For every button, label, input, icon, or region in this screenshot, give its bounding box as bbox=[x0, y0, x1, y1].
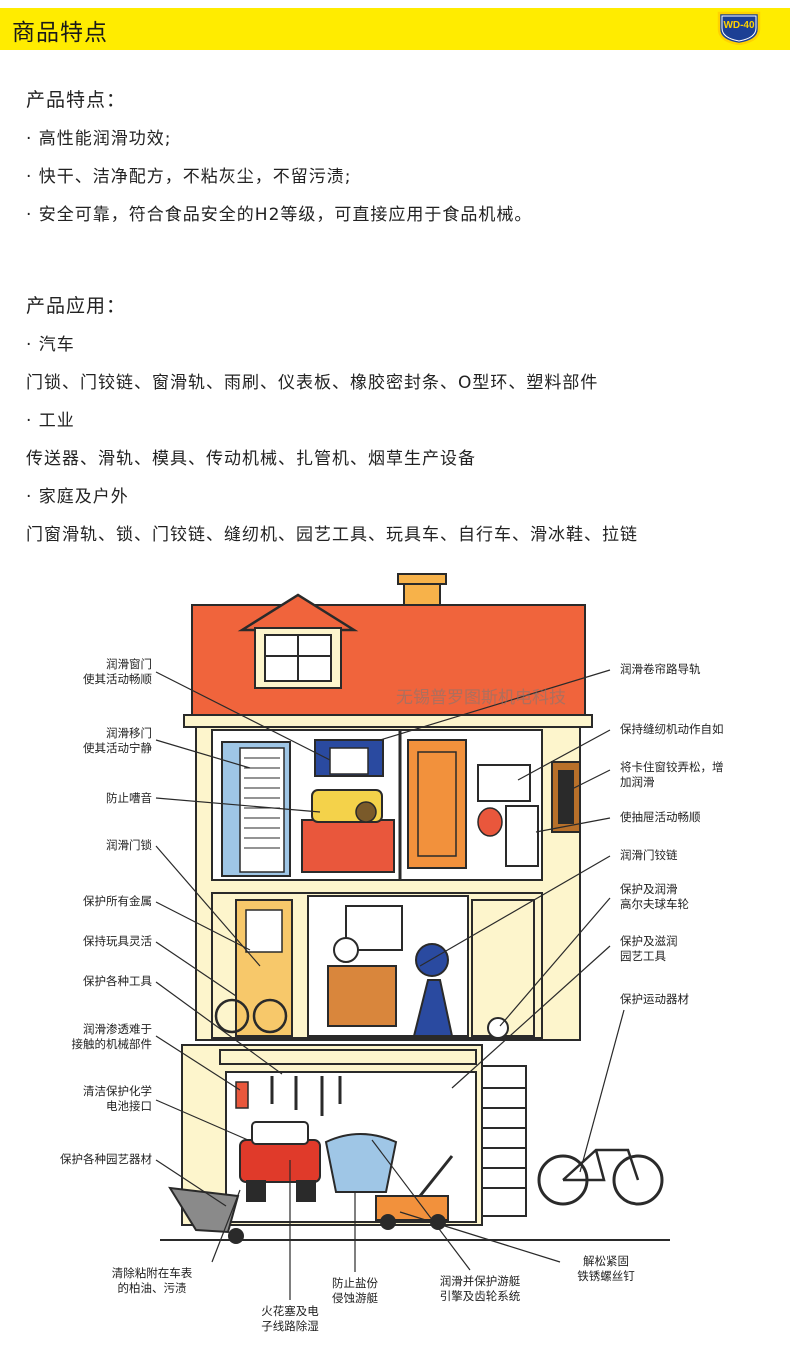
label-spark-plug: 火花塞及电子线路除湿 bbox=[261, 1304, 319, 1333]
label-noise: 防止嘈音 bbox=[106, 791, 152, 805]
application-group-detail: 门锁、门铰链、窗滑轨、雨刷、仪表板、橡胶密封条、O型环、塑料部件 bbox=[26, 373, 599, 393]
label-sliding-door: 润滑移门使其活动宁静 bbox=[83, 726, 152, 755]
application-group-detail: 传送器、滑轨、模具、传动机械、扎管机、烟草生产设备 bbox=[26, 449, 476, 469]
label-battery: 清洁保护化学电池接口 bbox=[83, 1084, 152, 1113]
watermark: 无锡普罗图斯机电科技 bbox=[396, 688, 566, 708]
label-garden-equipment: 保护各种园艺器材 bbox=[60, 1152, 152, 1166]
label-mechanical-parts: 润滑渗透难于接触的机械部件 bbox=[71, 1022, 153, 1051]
label-shutter-rail: 润滑卷帘路导轨 bbox=[620, 662, 701, 676]
label-toys: 保持玩具灵活 bbox=[83, 934, 152, 948]
label-golf-cart: 保护及润滑高尔夫球车轮 bbox=[620, 882, 689, 911]
wd40-logo bbox=[717, 11, 761, 45]
label-yacht-engine: 润滑并保护游艇引擎及齿轮系统 bbox=[439, 1274, 521, 1303]
feature-item: · 安全可靠，符合食品安全的H2等级，可直接应用于食品机械。 bbox=[26, 205, 533, 225]
application-group-detail: 门窗滑轨、锁、门铰链、缝纫机、园艺工具、玩具车、自行车、滑冰鞋、拉链 bbox=[26, 525, 638, 545]
feature-item: · 高性能润滑功效; bbox=[26, 129, 172, 149]
label-door-lock: 润滑门锁 bbox=[106, 838, 152, 852]
product-description: 产品特点： · 高性能润滑功效; · 快干、洁净配方，不粘灰尘，不留污渍; · … bbox=[26, 80, 776, 554]
label-metal: 保护所有金属 bbox=[83, 894, 152, 908]
application-group-name: · 汽车 bbox=[26, 335, 75, 355]
application-group-name: · 家庭及户外 bbox=[26, 487, 129, 507]
logo-text: WD-40 bbox=[723, 20, 755, 31]
applications-title: 产品应用： bbox=[26, 295, 127, 317]
label-sports-equipment: 保护运动器材 bbox=[620, 992, 689, 1006]
page-title: 商品特点 bbox=[12, 20, 108, 46]
label-rusty-screws: 解松紧固铁锈螺丝钉 bbox=[577, 1254, 635, 1283]
label-sewing-machine: 保持缝纫机动作自如 bbox=[620, 722, 724, 736]
feature-item: · 快干、洁净配方，不粘灰尘，不留污渍; bbox=[26, 167, 352, 187]
page-header: 商品特点 WD-40 bbox=[0, 8, 790, 50]
features-title: 产品特点： bbox=[26, 89, 127, 111]
label-tools: 保护各种工具 bbox=[83, 974, 152, 988]
label-window-hinge: 将卡住窗铰弄松，增加润滑 bbox=[620, 760, 724, 789]
application-group-name: · 工业 bbox=[26, 411, 75, 431]
label-garden-tools: 保护及滋润园艺工具 bbox=[620, 934, 678, 963]
label-door-hinge: 润滑门铰链 bbox=[620, 848, 678, 862]
label-drawer: 使抽屉活动畅顺 bbox=[620, 810, 701, 824]
house-illustration bbox=[155, 573, 670, 1300]
label-salt-corrosion: 防止盐份侵蚀游艇 bbox=[332, 1276, 378, 1305]
label-window-door: 润滑窗门使其活动畅顺 bbox=[83, 657, 152, 686]
label-tar-stains: 清除粘附在车表的柏油、污渍 bbox=[111, 1266, 193, 1295]
